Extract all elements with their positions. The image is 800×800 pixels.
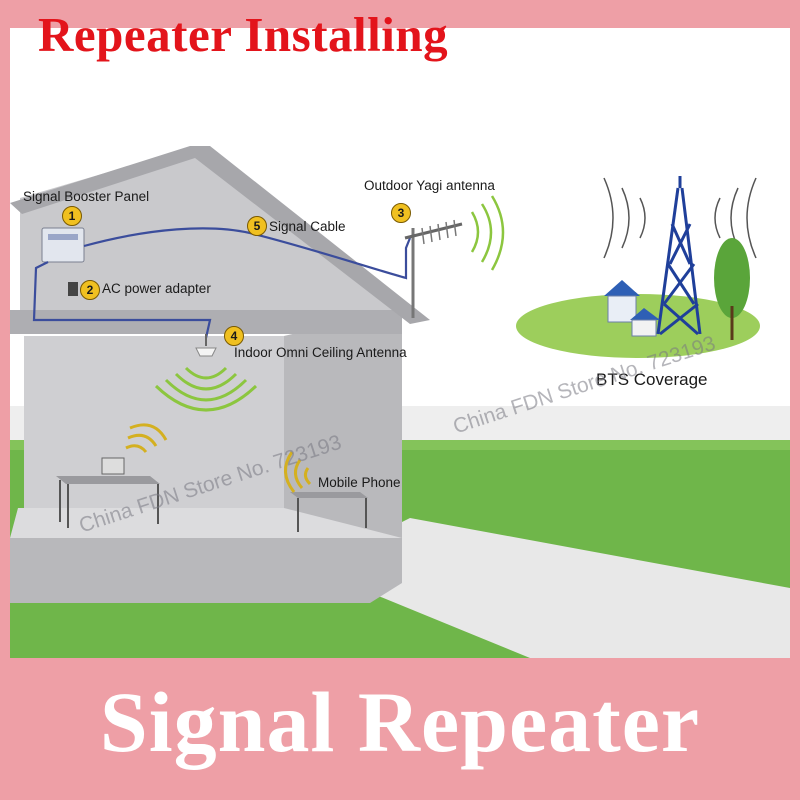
walkway bbox=[310, 518, 790, 658]
label-signal-cable: Signal Cable bbox=[269, 219, 346, 234]
ceiling-slab bbox=[10, 310, 402, 334]
label-indoor-omni-ceiling-antenna: Indoor Omni Ceiling Antenna bbox=[234, 345, 407, 360]
bts-signal-waves bbox=[603, 177, 757, 259]
label-mobile-phone: Mobile Phone bbox=[318, 475, 401, 490]
label-signal-booster-panel: Signal Booster Panel bbox=[23, 189, 150, 204]
step-4-badge: 4 bbox=[224, 326, 244, 346]
table-right-legs bbox=[297, 498, 367, 532]
yagi-signal-waves bbox=[470, 195, 505, 271]
house-side-wall bbox=[284, 308, 402, 538]
table-right-top bbox=[290, 492, 368, 498]
table-left-top bbox=[56, 476, 160, 484]
bts-house-body bbox=[607, 295, 637, 323]
yagi-elements bbox=[421, 219, 457, 245]
house-floor bbox=[10, 508, 402, 538]
step-2-badge: 2 bbox=[80, 280, 100, 300]
booster-panel-device bbox=[41, 227, 85, 263]
footer-title: Signal Repeater bbox=[99, 674, 701, 770]
bts-tower bbox=[656, 176, 702, 336]
laptop-signal-waves bbox=[125, 423, 168, 453]
installation-diagram: Signal Booster Panel 1 2 AC power adapte… bbox=[10, 28, 790, 658]
tree-crown bbox=[714, 238, 750, 318]
phone-signal-waves bbox=[284, 451, 312, 493]
indoor-cable-line bbox=[32, 261, 212, 339]
step-3-badge: 3 bbox=[391, 203, 411, 223]
step-5-badge: 5 bbox=[247, 216, 267, 236]
power-adapter-device bbox=[68, 282, 78, 296]
bts-house-roof bbox=[604, 280, 640, 296]
label-bts-coverage: BTS Coverage bbox=[596, 370, 708, 389]
laptop-device bbox=[101, 457, 125, 475]
booster-panel-display bbox=[48, 234, 78, 240]
table-left-legs bbox=[59, 480, 159, 528]
yagi-boom bbox=[404, 222, 463, 240]
label-ac-power-adapter: AC power adapter bbox=[102, 281, 211, 296]
label-outdoor-yagi-antenna: Outdoor Yagi antenna bbox=[364, 178, 495, 193]
step-1-badge: 1 bbox=[62, 206, 82, 226]
ceiling-signal-waves bbox=[154, 366, 258, 412]
house-foundation bbox=[10, 538, 402, 603]
bts-house2-roof bbox=[630, 308, 660, 320]
roof bbox=[10, 146, 430, 324]
bts-house2-body bbox=[631, 319, 657, 337]
ceiling-antenna-device bbox=[195, 347, 217, 357]
page-title: Repeater Installing bbox=[38, 7, 449, 62]
